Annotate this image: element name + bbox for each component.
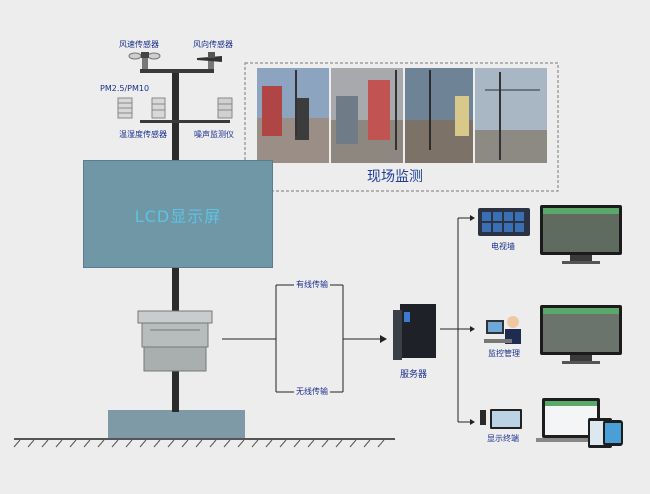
arrow-video-wall <box>470 215 475 221</box>
phone-icon <box>603 420 623 446</box>
base-block <box>108 410 245 438</box>
monitor-management-label: 监控管理 <box>488 349 520 358</box>
monitor-2-icon <box>540 305 622 364</box>
noise-label: 噪声监测仪 <box>194 130 234 139</box>
monitor-1-icon <box>540 205 622 264</box>
ground-hatch <box>13 439 385 448</box>
wind-speed-sensor-icon <box>128 52 161 69</box>
wired-transmission-label: 有线传输 <box>294 280 330 289</box>
arrow-monitor <box>470 326 475 332</box>
top-crossbar <box>140 69 214 73</box>
display-terminal-label: 显示终端 <box>487 434 519 443</box>
lcd-label: LCD显示屏 <box>134 207 222 226</box>
site-monitoring-box <box>244 62 559 192</box>
lcd-display-panel: LCD显示屏 <box>83 160 273 268</box>
video-wall-label: 电视墙 <box>491 242 515 251</box>
site-monitoring-label: 现场监测 <box>367 169 423 185</box>
pm-sensor-icon <box>117 97 133 119</box>
video-wall-icon <box>478 208 530 236</box>
operator-icon <box>484 316 521 344</box>
display-terminal-icon <box>480 409 522 429</box>
server-label: 服务器 <box>400 370 428 380</box>
middle-crossbar <box>140 120 230 123</box>
wind-speed-label: 风速传感器 <box>119 40 159 49</box>
wireless-transmission-label: 无线传输 <box>294 387 330 396</box>
site-photo-3 <box>405 68 473 163</box>
control-cabinet <box>137 310 213 372</box>
temp-humidity-sensor-icon <box>151 97 166 119</box>
temp-humidity-label: 温湿度传感器 <box>119 130 167 139</box>
server-icon <box>393 304 436 360</box>
wind-direction-label: 风向传感器 <box>193 40 233 49</box>
noise-sensor-icon <box>217 97 233 119</box>
to-server-arrow <box>380 335 387 343</box>
pm-label: PM2.5/PM10 <box>100 84 150 93</box>
site-photo-1 <box>257 68 329 163</box>
site-photo-4 <box>475 68 547 163</box>
arrow-display <box>470 419 475 425</box>
site-photo-2 <box>331 68 403 163</box>
wind-direction-sensor-icon <box>197 52 222 69</box>
